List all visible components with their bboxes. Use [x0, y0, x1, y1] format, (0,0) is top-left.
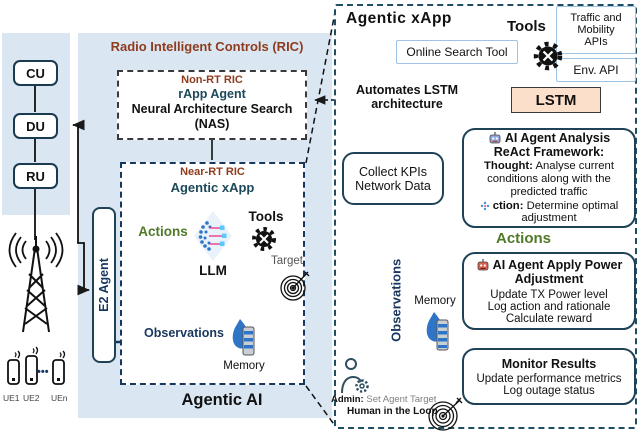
- e2-agent-label: E2 Agent: [97, 258, 111, 312]
- memory-label-xapp: Memory: [414, 295, 456, 307]
- llm-icon: [194, 211, 232, 261]
- target-label-mid: Target: [271, 255, 303, 267]
- actions-label-mid: Actions: [138, 224, 188, 239]
- apply-title: AI Agent Apply Power Adjustment: [492, 257, 623, 286]
- apply-item-2: Log action and rationale: [487, 300, 611, 313]
- collect-line2: Network Data: [355, 178, 431, 193]
- rapp-agent-label: rApp Agent: [178, 87, 246, 101]
- ru-label: RU: [26, 168, 45, 184]
- tools-gear-icon-mid: [252, 227, 276, 251]
- monitor-title: Monitor Results: [501, 356, 597, 371]
- uen-phone-icon: [52, 350, 66, 385]
- monitor-results-box: Monitor Results Update performance metri…: [462, 348, 636, 405]
- non-rt-ric-label: Non-RT RIC: [181, 74, 243, 86]
- actions-label-xapp: Actions: [496, 230, 552, 247]
- target-icon-mid: [280, 271, 310, 301]
- tools-label-mid: Tools: [248, 209, 284, 224]
- apply-item-3: Calculate reward: [505, 312, 593, 325]
- observations-label-xapp: Observations: [388, 258, 404, 342]
- ue2-phone-icon: [25, 346, 39, 385]
- cu-label: CU: [26, 65, 45, 81]
- memory-label-mid: Memory: [223, 360, 265, 372]
- thought-label: Thought:: [484, 159, 533, 172]
- ue1-label: UE1: [3, 393, 20, 403]
- automates-line1: Automates LSTM: [355, 83, 459, 97]
- traffic-mobility-apis-box: Traffic and Mobility APIs: [556, 6, 636, 54]
- du-node: DU: [13, 113, 58, 139]
- admin-label-row: Admin: Set Agent Target: [331, 394, 451, 406]
- collect-kpis-box: Collect KPIs Network Data: [342, 152, 444, 205]
- agentic-ai-label: Agentic AI: [181, 391, 263, 409]
- tools-label-xapp: Tools: [507, 18, 546, 35]
- robot-icon-apply: [477, 258, 489, 270]
- nas-label-line2: (NAS): [194, 117, 230, 131]
- cu-node: CU: [13, 60, 58, 86]
- automates-lstm-label: Automates LSTM architecture: [344, 83, 470, 111]
- online-search-label: Online Search Tool: [406, 45, 508, 59]
- ue2-label: UE2: [23, 393, 40, 403]
- human-in-the-loop-label: Human in the Loop: [347, 406, 438, 417]
- antenna-tower-icon: [8, 232, 64, 333]
- apply-power-box: AI Agent Apply Power Adjustment Update T…: [462, 252, 636, 330]
- monitor-item-1: Update performance metrics: [476, 372, 622, 385]
- env-api-box: Env. API: [556, 58, 636, 82]
- analysis-title: AI Agent Analysis: [504, 130, 611, 145]
- apply-item-1: Update TX Power level: [490, 288, 608, 301]
- lstm-label: LSTM: [535, 91, 577, 109]
- non-rt-ric-box: [117, 70, 307, 140]
- robot-icon-analysis: [489, 131, 501, 143]
- uen-label: UEn: [51, 393, 68, 403]
- agentic-xapp-label-mid: Agentic xApp: [170, 180, 255, 195]
- ue1-phone-icon: [7, 350, 21, 385]
- monitor-item-2: Log outage status: [503, 384, 595, 397]
- traffic-line2: Mobility: [577, 24, 615, 36]
- ai-agent-analysis-box: AI Agent Analysis ReAct Framework: Thoug…: [462, 128, 636, 228]
- du-label: DU: [26, 118, 45, 134]
- admin-person-icon: [341, 358, 369, 394]
- automates-line2: architecture: [371, 97, 443, 111]
- thought-text: Analyse current conditions along with th…: [487, 159, 614, 198]
- ue-dots: •••: [37, 366, 49, 378]
- near-rt-ric-label: Near-RT RIC: [180, 166, 245, 178]
- target-icon-xapp: [428, 397, 463, 431]
- traffic-line3: APIs: [584, 36, 608, 48]
- action-text: Determine optimal adjustment: [521, 199, 619, 225]
- online-search-tool-box: Online Search Tool: [396, 40, 518, 64]
- react-framework-label: ReAct Framework:: [493, 144, 605, 159]
- env-api-label: Env. API: [573, 63, 619, 77]
- collect-line1: Collect KPIs: [358, 164, 428, 179]
- lstm-box: LSTM: [511, 87, 601, 113]
- xapp-title: Agentic xApp: [346, 10, 452, 27]
- e2-agent-box: E2 Agent: [92, 207, 116, 363]
- action-label: ction:: [492, 199, 524, 212]
- admin-text: Set Agent Target: [366, 394, 437, 405]
- ru-node: RU: [13, 163, 58, 189]
- traffic-line1: Traffic and: [570, 12, 622, 24]
- observations-label-mid: Observations: [144, 326, 224, 340]
- llm-label: LLM: [199, 263, 227, 278]
- admin-label: Admin:: [331, 394, 364, 405]
- nas-label-line1: Neural Architecture Search: [131, 102, 293, 116]
- memory-icon-xapp: [426, 312, 449, 351]
- memory-icon-mid: [232, 319, 255, 356]
- action-sparkle-icon: [480, 201, 489, 210]
- ric-title: Radio Intelligent Controls (RIC): [110, 39, 304, 54]
- tools-gear-icon-xapp: [533, 41, 563, 71]
